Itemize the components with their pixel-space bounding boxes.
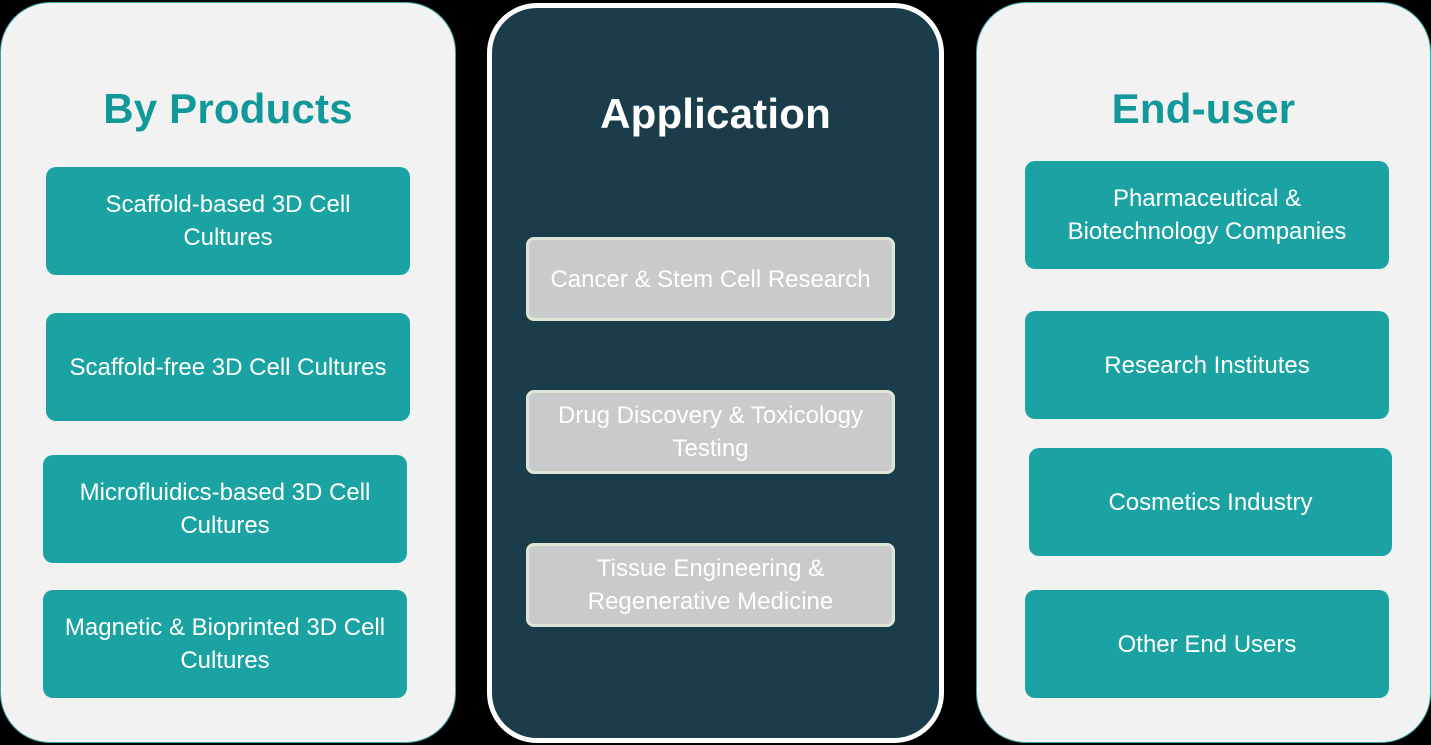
product-item-microfluidics: Microfluidics-based 3D Cell Cultures	[43, 455, 407, 563]
application-title: Application	[600, 90, 831, 137]
products-title: By Products	[103, 85, 353, 132]
product-item-scaffold-free: Scaffold-free 3D Cell Cultures	[46, 313, 410, 421]
application-item-drug-discovery: Drug Discovery & Toxicology Testing	[526, 390, 895, 474]
products-panel: By Products Scaffold-based 3D Cell Cultu…	[0, 2, 456, 743]
product-item-magnetic-bioprinted: Magnetic & Bioprinted 3D Cell Cultures	[43, 590, 407, 698]
enduser-item-research-institutes: Research Institutes	[1025, 311, 1389, 419]
enduser-item-pharma-biotech: Pharmaceutical & Biotechnology Companies	[1025, 161, 1389, 269]
product-item-scaffold-based: Scaffold-based 3D Cell Cultures	[46, 167, 410, 275]
enduser-item-other: Other End Users	[1025, 590, 1389, 698]
application-panel: Application Cancer & Stem Cell Research …	[487, 3, 944, 743]
enduser-panel: End-user Pharmaceutical & Biotechnology …	[976, 2, 1431, 743]
enduser-title: End-user	[1111, 85, 1296, 132]
enduser-item-cosmetics: Cosmetics Industry	[1029, 448, 1392, 556]
application-item-cancer-stem-cell: Cancer & Stem Cell Research	[526, 237, 895, 321]
application-item-tissue-engineering: Tissue Engineering & Regenerative Medici…	[526, 543, 895, 627]
